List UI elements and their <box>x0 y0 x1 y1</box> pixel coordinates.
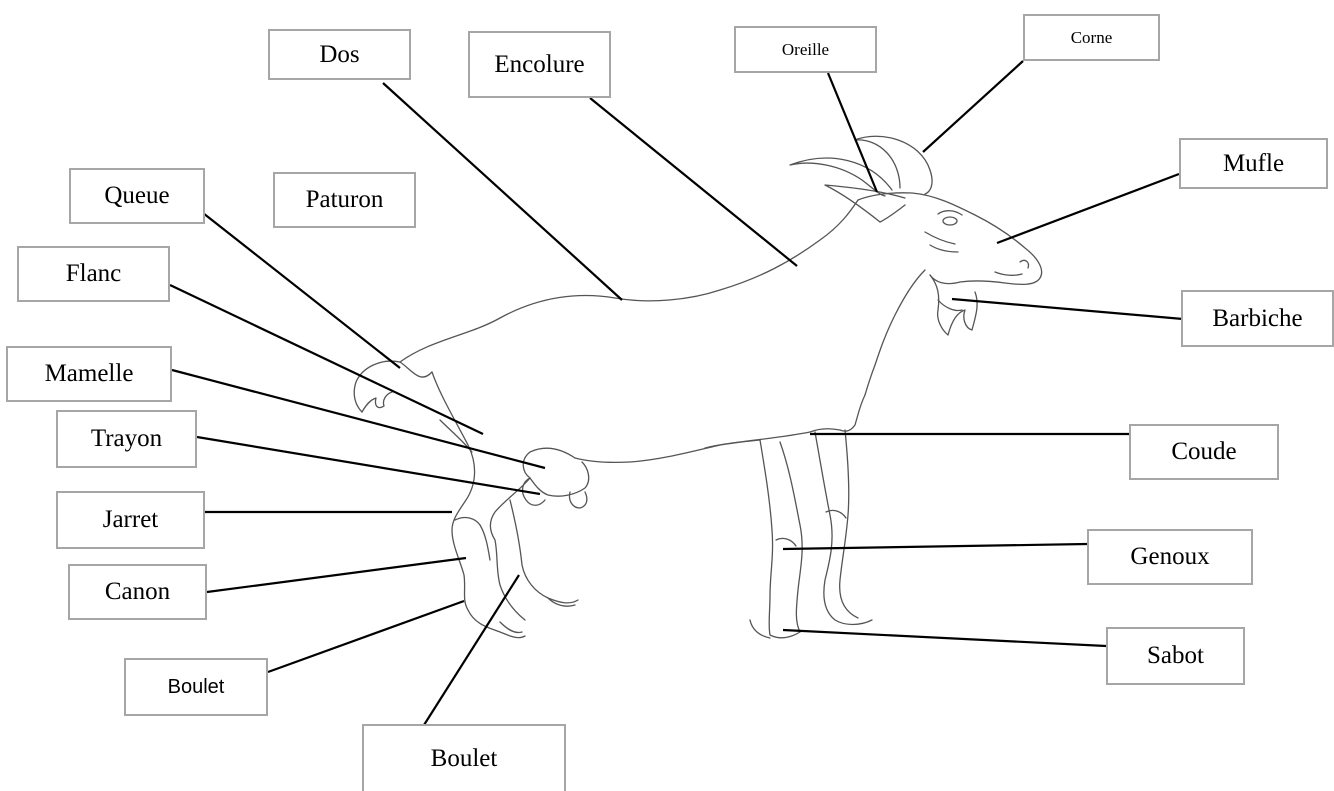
leader-line-corne <box>923 61 1023 152</box>
leader-line-dos <box>383 83 622 300</box>
label-paturon: Paturon <box>273 172 416 228</box>
leader-line-trayon <box>197 437 540 494</box>
leader-line-mamelle <box>172 370 545 468</box>
leader-line-boulet-small <box>268 601 464 672</box>
leader-lines <box>170 61 1183 725</box>
label-jarret: Jarret <box>56 491 205 549</box>
label-queue: Queue <box>69 168 205 224</box>
label-oreille: Oreille <box>734 26 877 73</box>
label-encolure: Encolure <box>468 31 611 98</box>
label-trayon: Trayon <box>56 410 197 468</box>
leader-line-mufle <box>997 174 1179 243</box>
label-boulet-large: Boulet <box>362 724 566 791</box>
label-canon: Canon <box>68 564 207 620</box>
label-corne: Corne <box>1023 14 1160 61</box>
label-mufle: Mufle <box>1179 138 1328 189</box>
label-barbiche: Barbiche <box>1181 290 1334 347</box>
label-coude: Coude <box>1129 424 1279 480</box>
label-sabot: Sabot <box>1106 627 1245 685</box>
leader-line-encolure <box>590 98 797 266</box>
leader-line-sabot <box>783 630 1106 646</box>
label-genoux: Genoux <box>1087 529 1253 585</box>
label-mamelle: Mamelle <box>6 346 172 402</box>
leader-line-canon <box>207 558 466 592</box>
label-boulet-small: Boulet <box>124 658 268 716</box>
leader-line-boulet-large <box>424 575 519 725</box>
label-flanc: Flanc <box>17 246 170 302</box>
goat-illustration <box>354 136 1041 638</box>
label-dos: Dos <box>268 29 411 80</box>
leader-line-barbiche <box>952 299 1183 319</box>
leader-line-genoux <box>783 544 1087 549</box>
leader-line-queue <box>203 213 400 368</box>
